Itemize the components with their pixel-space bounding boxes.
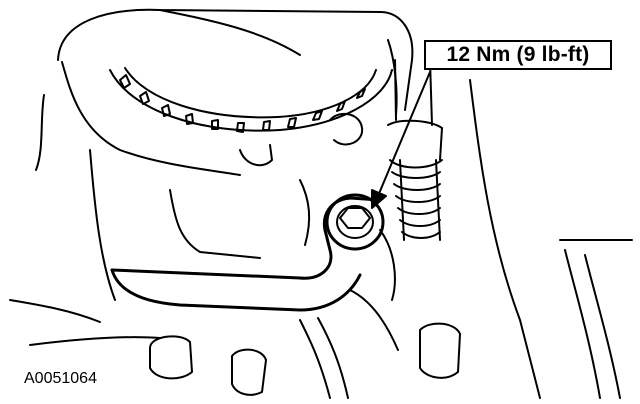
figure-id-label: A0051064: [24, 370, 97, 387]
toothed-ring: [109, 67, 393, 133]
mid-housing: [169, 112, 396, 301]
callout-leader-arrow: [371, 71, 431, 209]
sensor-connector: [387, 59, 443, 241]
torque-spec-label: 12 Nm (9 lb-ft): [446, 43, 590, 66]
torque-callout-box: 12 Nm (9 lb-ft): [424, 40, 612, 70]
lower-bolts: [149, 322, 461, 396]
right-housing: [469, 79, 633, 399]
wiring-harness: [299, 289, 399, 399]
left-housing-edge: [9, 94, 161, 346]
bracket-bolt: [325, 193, 385, 251]
